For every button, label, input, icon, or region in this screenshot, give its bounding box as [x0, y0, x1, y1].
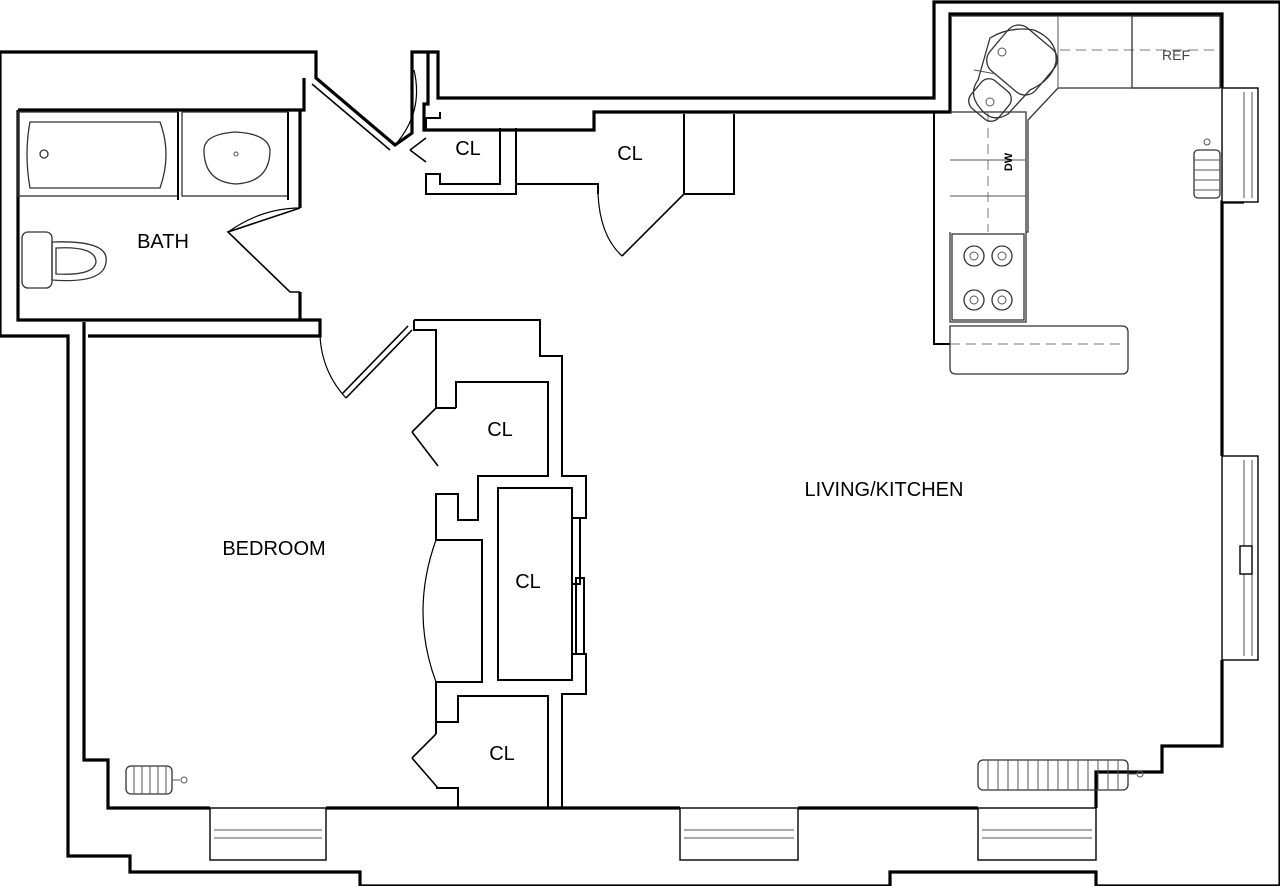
refrigerator	[1131, 15, 1221, 89]
window-kitchen-right	[1221, 87, 1259, 203]
window-bedroom-bottom	[209, 807, 327, 861]
bath-label: BATH	[137, 231, 189, 253]
toilet	[21, 231, 107, 289]
entry-area: CL CL	[311, 69, 735, 257]
radiator-kitchen	[1193, 138, 1221, 199]
living-kitchen-label: LIVING/KITCHEN	[805, 479, 964, 501]
closet-bedroom-upper-label: CL	[487, 419, 513, 441]
closet-bedroom-lower-label: CL	[489, 743, 515, 765]
closet-entry-small-label: CL	[455, 138, 481, 160]
bathroom: BATH	[17, 111, 301, 293]
closet-center-label: CL	[515, 571, 541, 593]
bathtub	[17, 111, 179, 197]
bedroom-closets: CL CL CL	[319, 319, 587, 808]
window-living-bottom-1	[679, 807, 799, 861]
dishwasher-label: DW	[1003, 152, 1015, 171]
kitchen: REF DW	[933, 15, 1221, 375]
refrigerator-label: REF	[1162, 47, 1190, 63]
closet-entry-large-label: CL	[617, 143, 643, 165]
window-living-bottom-2	[977, 807, 1097, 861]
windows	[209, 87, 1259, 861]
radiator-living	[977, 759, 1144, 791]
kitchen-sink	[968, 24, 1058, 122]
stove	[951, 233, 1025, 321]
radiator-bedroom	[125, 765, 188, 795]
bedroom-label: BEDROOM	[222, 538, 325, 560]
